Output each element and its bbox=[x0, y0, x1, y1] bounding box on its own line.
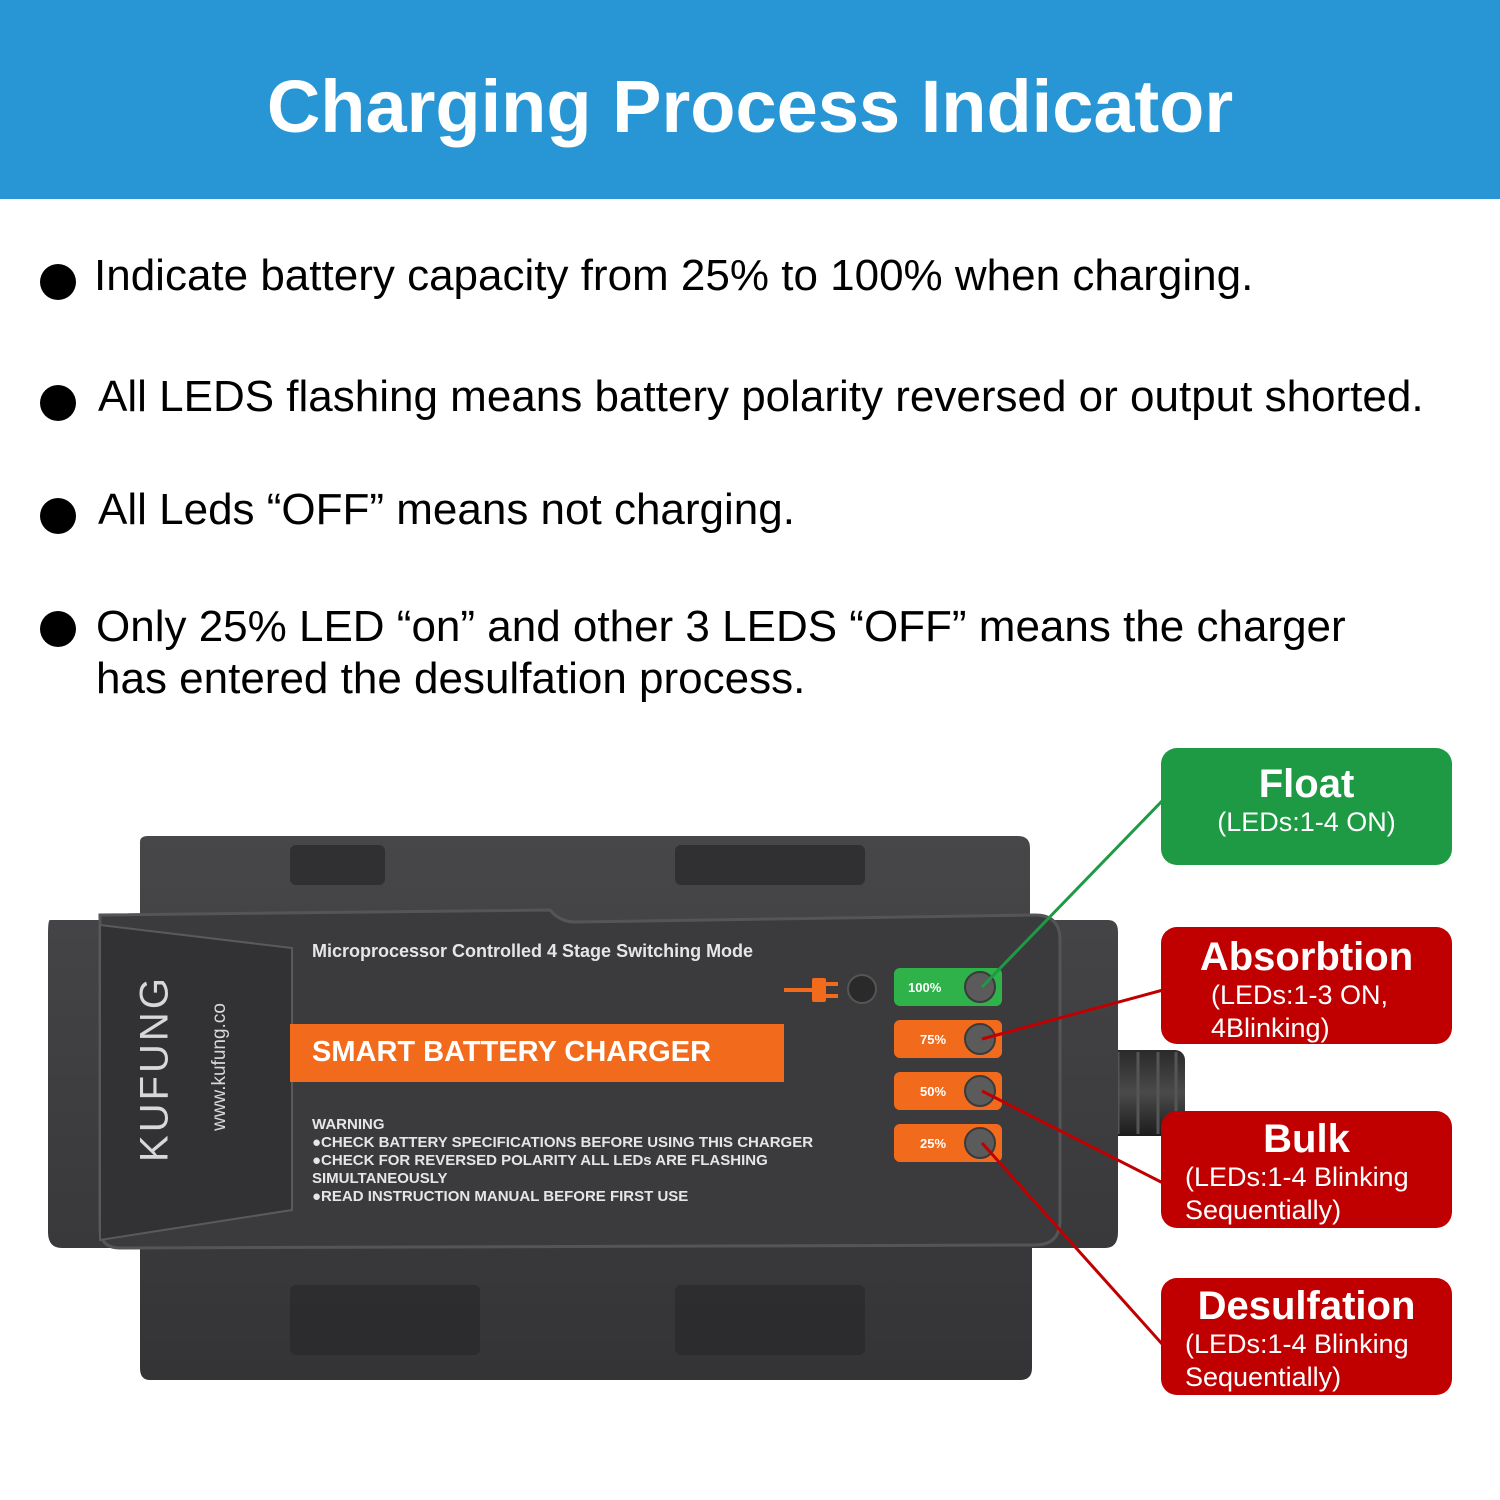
stage-desc: 4Blinking) bbox=[1211, 1013, 1330, 1043]
float-connector bbox=[980, 798, 1165, 989]
brand-website: www.kufung.co bbox=[209, 1003, 230, 1131]
warning-line: SIMULTANEOUSLY bbox=[312, 1170, 448, 1187]
stage-desc: (LEDs:1-4 ON) bbox=[1217, 807, 1396, 837]
bullet-text-continued: has entered the desulfation process. bbox=[96, 654, 806, 703]
page-title: Charging Process Indicator bbox=[266, 65, 1234, 148]
stage-float: Float (LEDs:1-4 ON) bbox=[1161, 748, 1452, 865]
bullet-dot-icon bbox=[40, 611, 76, 647]
bulk-connector bbox=[981, 1089, 1164, 1185]
brand-logo: KUFUNG bbox=[132, 975, 177, 1162]
mode-text: Microprocessor Controlled 4 Stage Switch… bbox=[312, 941, 754, 961]
product-label-bg bbox=[290, 1024, 784, 1082]
bullet-text: Indicate battery capacity from 25% to 10… bbox=[94, 251, 1254, 300]
bullet-text: All LEDS flashing means battery polarity… bbox=[98, 372, 1424, 421]
bullet-text: Only 25% LED “on” and other 3 LEDS “OFF”… bbox=[96, 602, 1346, 651]
warning-title: WARNING bbox=[312, 1116, 385, 1133]
bullet-dot-icon bbox=[40, 264, 76, 300]
stage-desulfation: Desulfation (LEDs:1-4 Blinking Sequentia… bbox=[1161, 1278, 1452, 1395]
stage-desc: (LEDs:1-4 Blinking bbox=[1185, 1329, 1409, 1359]
stage-bulk: Bulk (LEDs:1-4 Blinking Sequentially) bbox=[1161, 1111, 1452, 1228]
led-label-50: 50% bbox=[920, 1084, 947, 1099]
stage-absorbtion: Absorbtion (LEDs:1-3 ON, 4Blinking) bbox=[1161, 927, 1452, 1044]
led-75 bbox=[964, 1023, 996, 1055]
stage-title: Desulfation bbox=[1197, 1284, 1416, 1328]
stage-title: Float bbox=[1258, 762, 1355, 806]
desulfation-connector bbox=[980, 1141, 1165, 1347]
stage-desc: (LEDs:1-4 Blinking bbox=[1185, 1162, 1409, 1192]
warning-line: ●READ INSTRUCTION MANUAL BEFORE FIRST US… bbox=[312, 1188, 689, 1205]
stage-title: Absorbtion bbox=[1199, 935, 1414, 979]
led-label-100: 100% bbox=[908, 980, 942, 995]
led-label-75: 75% bbox=[920, 1032, 947, 1047]
warning-line: ●CHECK FOR REVERSED POLARITY ALL LEDs AR… bbox=[312, 1152, 768, 1169]
bullet-dot-icon bbox=[40, 498, 76, 534]
product-label: SMART BATTERY CHARGER bbox=[312, 1036, 712, 1068]
header-banner: Charging Process Indicator bbox=[0, 0, 1500, 199]
led-50 bbox=[964, 1075, 996, 1107]
stage-title: Bulk bbox=[1263, 1117, 1350, 1161]
bullet-dot-icon bbox=[40, 385, 76, 421]
absorbtion-connector bbox=[981, 988, 1164, 1041]
bullet-text: All Leds “OFF” means not charging. bbox=[98, 485, 795, 534]
power-led bbox=[847, 974, 877, 1004]
stage-desc: Sequentially) bbox=[1185, 1362, 1342, 1392]
power-plug-icon bbox=[784, 978, 838, 1002]
warning-line: ●CHECK BATTERY SPECIFICATIONS BEFORE USI… bbox=[312, 1134, 814, 1151]
stage-desc: (LEDs:1-3 ON, bbox=[1211, 980, 1389, 1010]
stage-desc: Sequentially) bbox=[1185, 1195, 1342, 1225]
led-label-25: 25% bbox=[920, 1136, 947, 1151]
